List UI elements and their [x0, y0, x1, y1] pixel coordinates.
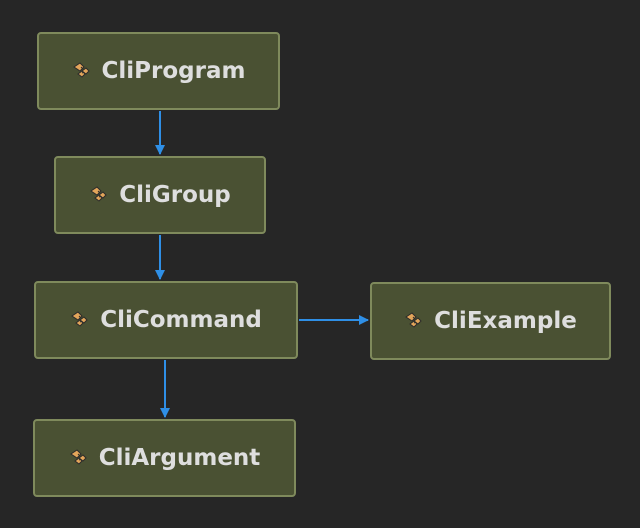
- class-icon: [70, 310, 92, 330]
- class-icon: [72, 61, 94, 81]
- node-label: CliExample: [434, 308, 577, 334]
- class-icon: [69, 448, 91, 468]
- node-clicommand[interactable]: CliCommand: [34, 281, 298, 359]
- class-icon: [404, 311, 426, 331]
- node-cliargument[interactable]: CliArgument: [33, 419, 296, 497]
- node-cliexample[interactable]: CliExample: [370, 282, 611, 360]
- node-cliprogram[interactable]: CliProgram: [37, 32, 280, 110]
- node-label: CliProgram: [101, 58, 246, 84]
- node-cligroup[interactable]: CliGroup: [54, 156, 266, 234]
- node-label: CliGroup: [119, 182, 231, 208]
- class-icon: [89, 185, 111, 205]
- node-label: CliArgument: [98, 445, 261, 471]
- node-label: CliCommand: [100, 307, 262, 333]
